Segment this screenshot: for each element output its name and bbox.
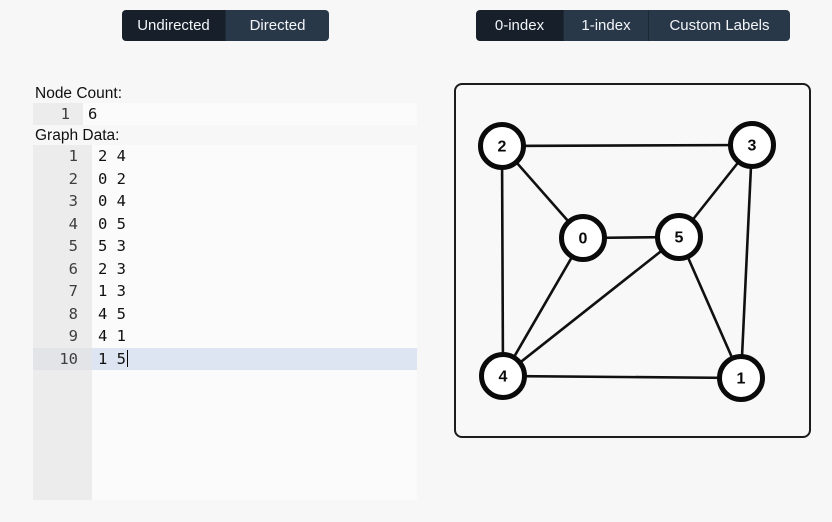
node-count-label: Node Count:: [35, 85, 123, 102]
gutter-background: [33, 103, 83, 125]
code-line-active[interactable]: 10 1 5: [33, 347, 417, 370]
line-number: 3: [68, 192, 78, 210]
graph-node-label: 3: [748, 138, 757, 155]
zero-index-button[interactable]: 0-index: [476, 10, 563, 41]
graph-node-label: 1: [737, 371, 746, 388]
graph-edge-4-5: [502, 235, 680, 378]
directed-button[interactable]: Directed: [225, 10, 329, 41]
graph-node-circle[interactable]: [478, 122, 526, 170]
graph-node-2[interactable]: 2: [478, 122, 526, 170]
input-column: Node Count: 1 6 Graph Data: 1 2 4 2 0 2 …: [33, 84, 417, 500]
line-text: 0 4: [98, 192, 126, 210]
line-text: 6: [88, 105, 98, 123]
undirected-button[interactable]: Undirected: [122, 10, 225, 41]
line-text: 1 3: [98, 282, 126, 300]
code-line[interactable]: 7 1 3: [33, 280, 417, 303]
graph-node-5[interactable]: 5: [655, 213, 703, 261]
graph-edge-1-5: [677, 236, 743, 379]
code-line[interactable]: 1 6: [33, 103, 417, 125]
line-number: 1: [60, 105, 70, 123]
line-number: 7: [68, 282, 78, 300]
custom-labels-button[interactable]: Custom Labels: [648, 10, 790, 41]
graph-node-label: 0: [579, 231, 588, 248]
line-number: 6: [68, 259, 78, 278]
line-number: 8: [68, 304, 78, 323]
line-number: 2: [68, 169, 78, 188]
line-text: 2 4: [98, 147, 126, 165]
direction-toggle-group: Undirected Directed: [122, 10, 329, 41]
graph-node-circle[interactable]: [559, 214, 607, 262]
graph-node-circle[interactable]: [479, 352, 527, 400]
graph-data-label: Graph Data:: [35, 127, 120, 144]
line-number: 9: [68, 327, 78, 345]
line-text: 4 1: [98, 327, 126, 345]
index-toggle-group: 0-index 1-index Custom Labels: [476, 10, 790, 41]
text-cursor: [127, 349, 128, 367]
code-line[interactable]: 8 4 5: [33, 303, 417, 326]
graph-node-0[interactable]: 0: [559, 214, 607, 262]
graph-data-editor[interactable]: 1 2 4 2 0 2 3 0 4 4 0 5 5 5 3 6 2 3 7 1 …: [33, 145, 417, 500]
graph-node-label: 4: [499, 369, 508, 386]
gutter-background: [33, 145, 92, 500]
line-text-value: 1 5: [98, 349, 126, 368]
graph-edge-1-3: [739, 144, 754, 379]
graph-svg: 2 3 0 5 4 1: [478, 121, 776, 402]
line-text: 5 3: [98, 237, 126, 255]
graph-edge-2-3: [501, 143, 753, 148]
graph-node-label: 5: [675, 230, 684, 247]
graph-node-4[interactable]: 4: [479, 352, 527, 400]
editor-background: [83, 103, 417, 125]
graph-node-1[interactable]: 1: [717, 354, 765, 402]
code-line[interactable]: 4 0 5: [33, 213, 417, 236]
graph-canvas-panel: 2 3 0 5 4 1: [454, 83, 811, 438]
graph-node-label: 2: [498, 139, 507, 156]
graph-edge-2-4: [500, 145, 505, 377]
line-number: 1: [68, 147, 78, 165]
code-line[interactable]: 5 5 3: [33, 235, 417, 258]
line-text: 4 5: [98, 304, 126, 323]
line-text: 0 2: [98, 169, 126, 188]
line-text: 1 5: [92, 347, 417, 370]
code-line[interactable]: 2 0 2: [33, 168, 417, 191]
graph-node-3[interactable]: 3: [728, 121, 776, 169]
line-number: 10: [33, 347, 92, 370]
graph-node-circle[interactable]: [728, 121, 776, 169]
graph-edge-0-4: [501, 237, 585, 377]
code-line[interactable]: 6 2 3: [33, 258, 417, 281]
line-number: 4: [68, 214, 78, 233]
line-number: 5: [68, 237, 78, 255]
editor-background: [92, 145, 417, 500]
graph-node-circle[interactable]: [717, 354, 765, 402]
line-text: 2 3: [98, 259, 126, 278]
line-text: 0 5: [98, 214, 126, 233]
one-index-button[interactable]: 1-index: [563, 10, 648, 41]
graph-node-circle[interactable]: [655, 213, 703, 261]
graph-edge-4-1: [502, 374, 742, 380]
node-count-editor[interactable]: 1 6: [33, 103, 417, 125]
code-line[interactable]: 3 0 4: [33, 190, 417, 213]
code-line[interactable]: 9 4 1: [33, 325, 417, 348]
code-line[interactable]: 1 2 4: [33, 145, 417, 168]
